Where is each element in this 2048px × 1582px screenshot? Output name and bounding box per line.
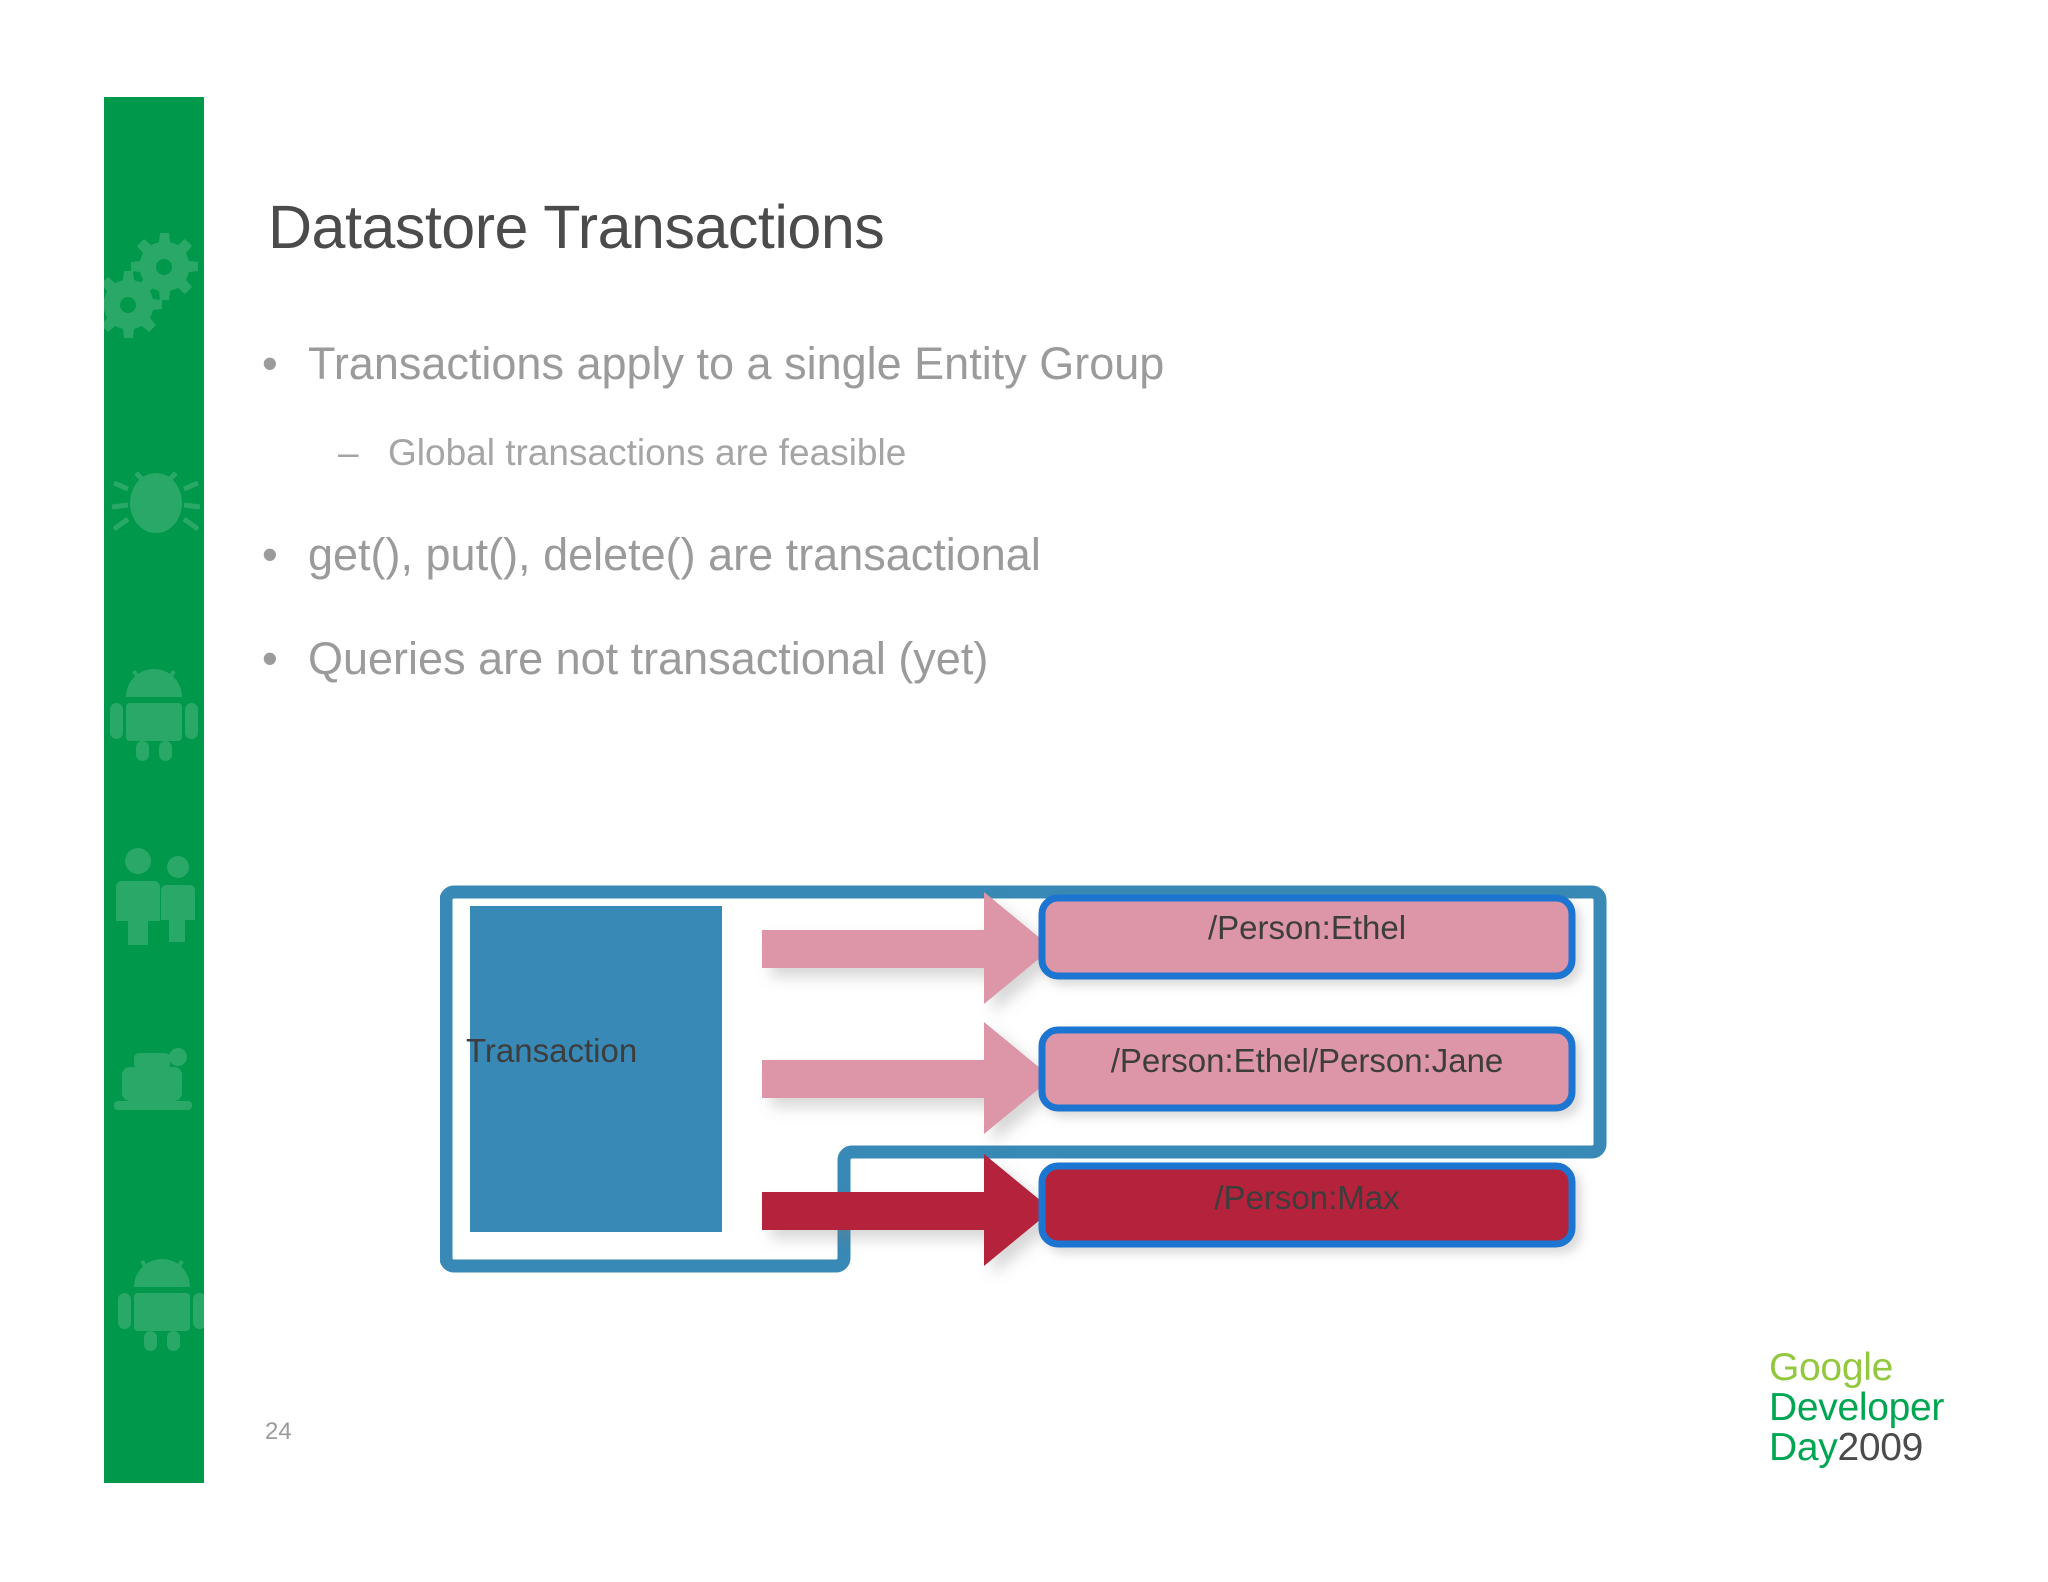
bullet-marker-icon-2: • <box>262 529 278 580</box>
people-watermark-icon <box>116 848 195 945</box>
bullet-item-3: • Queries are not transactional (yet) <box>262 633 988 685</box>
transaction-scope-outline <box>440 885 1607 1273</box>
bullet-text-1: Global transactions are feasible <box>388 432 907 473</box>
robot-arm-watermark-icon <box>114 1048 192 1110</box>
logo-word-year: 2009 <box>1837 1426 1924 1469</box>
android-watermark-icon-2 <box>118 1259 204 1351</box>
bullet-text-3: Queries are not transactional (yet) <box>308 633 989 684</box>
transaction-block <box>470 906 722 1232</box>
android-watermark-icon <box>110 669 198 761</box>
arrow-to-entity-1 <box>762 1022 1052 1134</box>
entity-box-1 <box>1038 1026 1576 1112</box>
logo-line-google: Google <box>1769 1346 1893 1389</box>
google-developer-day-logo: Google Developer Day2009 <box>1769 1348 1944 1468</box>
entity-box-2 <box>1038 1162 1576 1248</box>
bullet-text-2: get(), put(), delete() are transactional <box>308 529 1041 580</box>
bullet-dash-icon: – <box>338 432 359 473</box>
logo-word-day: Day <box>1769 1426 1838 1469</box>
bullet-item-1: – Global transactions are feasible <box>338 432 906 474</box>
logo-line-developer: Developer <box>1769 1386 1945 1429</box>
arrow-to-entity-0 <box>762 892 1052 1004</box>
page-number: 24 <box>265 1418 292 1445</box>
transaction-diagram: Transaction /Person:Ethel /Person:Ethel/… <box>440 872 1620 1292</box>
bug-watermark-icon <box>111 471 201 533</box>
arrow-to-entity-2 <box>762 1154 1052 1266</box>
gears-watermark-icon <box>104 233 198 338</box>
page-title: Datastore Transactions <box>268 193 885 261</box>
bullet-item-0: • Transactions apply to a single Entity … <box>262 338 1164 390</box>
transaction-diagram-svg <box>440 885 1607 1273</box>
logo-line-day-year: Day2009 <box>1769 1428 1944 1468</box>
entity-box-0 <box>1038 894 1576 980</box>
bullet-marker-icon: • <box>262 338 278 389</box>
bullet-item-2: • get(), put(), delete() are transaction… <box>262 529 1041 581</box>
bullet-marker-icon-3: • <box>262 633 278 684</box>
slide-sidebar-band <box>104 97 204 1483</box>
bullet-text-0: Transactions apply to a single Entity Gr… <box>308 338 1165 389</box>
